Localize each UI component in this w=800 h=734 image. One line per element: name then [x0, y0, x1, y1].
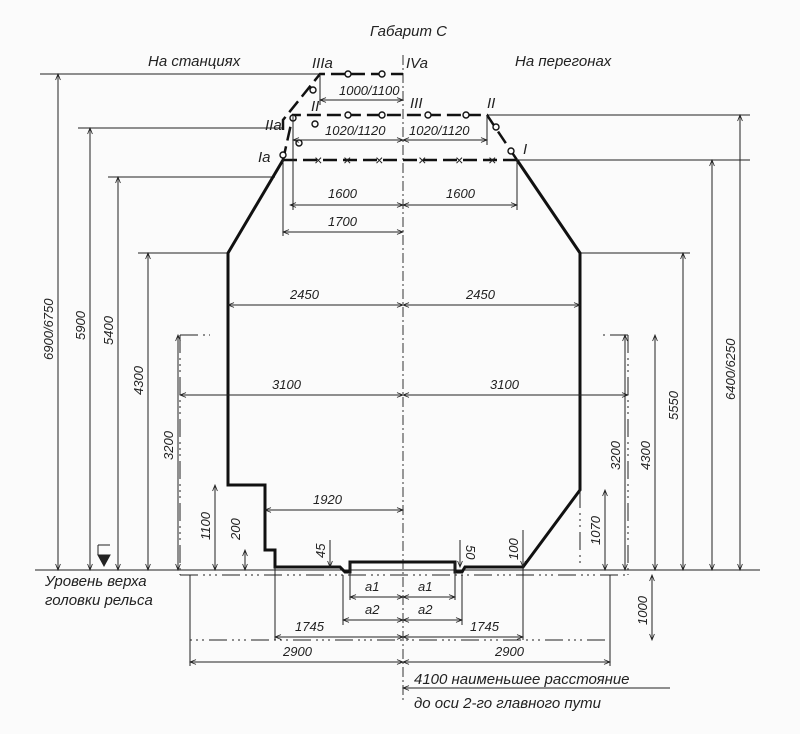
distance-note-line2: до оси 2-го главного пути [414, 695, 602, 712]
dim-1745-right: 1745 [470, 619, 500, 634]
dim-2900-right: 2900 [494, 644, 525, 659]
vertical-dimension-labels: 6900/6750 5900 5400 4300 3200 1100 200 4… [41, 298, 738, 625]
dim-2450-left: 2450 [289, 287, 320, 302]
svg-text:×: × [418, 152, 426, 168]
dim-1745-left: 1745 [295, 619, 325, 634]
dim-a2-left: a2 [365, 602, 380, 617]
svg-text:×: × [375, 152, 383, 168]
distance-note-line1: 4100 наименьшее расстояние [414, 671, 630, 688]
dim-4300-right: 4300 [638, 440, 653, 470]
dim-1000-1100: 1000/1100 [339, 83, 400, 98]
point-Ia: Ia [258, 149, 271, 166]
rail-level-marker-icon [97, 544, 111, 568]
dim-1000: 1000 [635, 595, 650, 625]
dim-1070: 1070 [588, 515, 603, 545]
rail-label-line1: Уровень верха [44, 573, 147, 590]
dim-1020-1120-left: 1020/1120 [325, 123, 386, 138]
circle-markers [279, 70, 515, 159]
horizontal-dimensions [180, 100, 628, 662]
point-II-right: II [487, 95, 495, 112]
dim-5900: 5900 [73, 310, 88, 340]
dimension-labels: 1000/1100 1020/1120 1020/1120 1600 1600 … [272, 83, 525, 659]
point-III: III [410, 95, 423, 112]
dim-6400-6250: 6400/6250 [723, 338, 738, 400]
svg-text:×: × [488, 152, 496, 168]
point-II-left: II [311, 98, 319, 115]
gauge-outline-right [403, 159, 582, 574]
dim-5550: 5550 [666, 390, 681, 420]
dim-5400: 5400 [101, 315, 116, 345]
dim-2900-left: 2900 [282, 644, 313, 659]
dim-200: 200 [228, 518, 243, 541]
rail-label-line2: головки рельса [45, 592, 153, 609]
dim-4300-left: 4300 [131, 365, 146, 395]
dim-3100-left: 3100 [272, 377, 302, 392]
dim-a1-right: a1 [418, 579, 432, 594]
cross-markers: × × × × × × [314, 152, 496, 168]
point-IIa: IIa [265, 117, 282, 134]
dim-a1-left: a1 [365, 579, 379, 594]
vertical-dimensions [58, 74, 740, 640]
dim-a2-right: a2 [418, 602, 433, 617]
svg-text:×: × [455, 152, 463, 168]
left-header: На станциях [148, 53, 241, 70]
dim-1920: 1920 [313, 492, 343, 507]
level-lines [35, 73, 760, 571]
dim-3200-left: 3200 [161, 430, 176, 460]
dim-45: 45 [313, 543, 328, 558]
diagram-title: Габарит С [370, 23, 447, 40]
dim-2450-right: 2450 [465, 287, 496, 302]
point-I: I [523, 141, 527, 158]
point-labels: IIIa IVa IIa II III II Ia I [258, 55, 527, 166]
contour-IIIa-IVa [281, 72, 403, 130]
right-header: На перегонах [515, 53, 612, 70]
dim-1100: 1100 [198, 511, 213, 540]
contour-II [281, 113, 519, 161]
dim-100: 100 [506, 538, 521, 560]
dim-1600-left: 1600 [328, 186, 358, 201]
point-IVa: IVa [406, 55, 428, 72]
dim-1020-1120-right: 1020/1120 [409, 123, 470, 138]
dim-3200-right: 3200 [608, 440, 623, 470]
extension-lines [189, 74, 611, 666]
dim-50: 50 [463, 545, 478, 560]
dim-1600-right: 1600 [446, 186, 476, 201]
point-IIIa: IIIa [312, 55, 333, 72]
dim-3100-right: 3100 [490, 377, 520, 392]
dim-1700: 1700 [328, 214, 358, 229]
svg-text:×: × [343, 152, 351, 168]
dim-6900-6750: 6900/6750 [41, 298, 56, 360]
svg-text:×: × [314, 152, 322, 168]
outer-dotted-contours [179, 334, 629, 641]
